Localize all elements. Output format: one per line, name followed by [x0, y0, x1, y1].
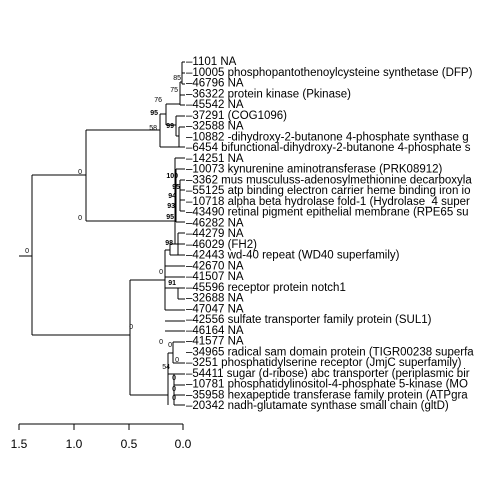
leaf-label: –46029 (FH2): [186, 239, 257, 251]
leaf-label: –20342 nadh-glutamate synthase small cha…: [186, 400, 449, 412]
node-support-value: 0: [172, 386, 176, 393]
leaf-label: –10781 phosphatidylinositol-4-phosphate …: [186, 379, 468, 391]
leaf-label: –41577 NA: [186, 336, 244, 348]
node-support-value: 76: [154, 97, 162, 104]
leaf-label: –37291 (COG1096): [186, 110, 287, 122]
node-support-value: 94: [168, 193, 176, 200]
node-support-value: 0: [25, 248, 29, 255]
leaf-label: –44279 NA: [186, 228, 244, 240]
clade-76-branch: [160, 104, 167, 125]
leaf-label: –10073 kynurenine aminotransferase (PRK0…: [186, 164, 443, 176]
leaf-label: –10005 phosphopantothenoylcysteine synth…: [186, 67, 473, 79]
node-support-value: 0: [168, 342, 172, 349]
root-branch: [19, 175, 33, 335]
leaf-label: –43490 retinal pigment epithelial membra…: [186, 207, 469, 219]
leaf-label: –41507 NA: [186, 271, 244, 283]
leaf-label: –55125 atp binding electron carrier heme…: [186, 185, 471, 197]
node-support-value: 99: [166, 123, 174, 130]
leaf-label: –46282 NA: [186, 217, 244, 229]
node-support-value: 0: [175, 357, 179, 364]
leaf-label: –45542 NA: [186, 99, 244, 111]
leaf-label: –45596 receptor protein notch1: [186, 282, 346, 294]
clade-b1-branch: [130, 243, 185, 332]
clade-75-branch: [166, 82, 181, 105]
tree-branches: [18, 61, 185, 430]
node-support-value: 0: [159, 269, 163, 276]
leaf-label: –42443 wd-40 repeat (WD40 superfamily): [186, 250, 400, 262]
node-support-value: 100: [166, 173, 178, 180]
axis-tick-label: 0.0: [175, 437, 192, 451]
node-support-value: 98: [165, 240, 173, 247]
leaf-label: –32588 NA: [186, 121, 244, 133]
node-support-value: 58: [149, 125, 157, 132]
node-support-value: 85: [173, 75, 181, 82]
node-support-value: 95: [166, 214, 174, 221]
leaf-label: –47047 NA: [186, 303, 244, 315]
leaf-label: –46796 NA: [186, 78, 244, 90]
leaf-labels: –1101 NA–10005 phosphopantothenoylcystei…: [186, 56, 474, 412]
node-support-value: 0: [129, 324, 133, 331]
leaf-label: –42670 NA: [186, 260, 244, 272]
node-support-value: 95: [150, 110, 158, 117]
axis-tick-label: 1.5: [11, 437, 28, 451]
axis-tick-label: 0.5: [121, 437, 138, 451]
node-support-value: 0: [172, 375, 176, 382]
node-support-value: 95: [172, 184, 180, 191]
node-support-value: 0: [78, 215, 82, 222]
leaf-label: –42556 sulfate transporter family protei…: [186, 314, 432, 326]
clade-b2-branch: [130, 341, 185, 406]
node-support-value: 93: [167, 203, 175, 210]
node-support-value: 0: [172, 395, 176, 402]
leaf-label: –3251 phosphatidylserine receptor (JmjC …: [186, 357, 462, 369]
node-support-value: 0: [78, 169, 82, 176]
clade-a1-branch: [86, 114, 161, 147]
leaf-label: –36322 protein kinase (Pkinase): [186, 88, 351, 100]
node-support-value: 91: [168, 280, 176, 287]
clade-85-branch: [180, 73, 183, 84]
axis-tick-label: 1.0: [66, 437, 83, 451]
leaf-label: –1101 NA: [186, 56, 237, 68]
clade-93-branch: [175, 168, 185, 223]
leaf-label: –14251 NA: [186, 153, 244, 165]
leaf-label: –3362 mus musculuss-adenosylmethionine d…: [186, 174, 472, 186]
node-support-value: 54: [162, 364, 170, 371]
node-support-value: 75: [170, 87, 178, 94]
leaf-label: –35958 hexapeptide transferase family pr…: [186, 389, 468, 401]
leaf-label: –32688 NA: [186, 293, 244, 305]
leaf-label: –6454 bifunctional-dihydroxy-2-butanone …: [186, 142, 471, 154]
leaf-label: –54411 sugar (d-ribose) abc transporter …: [186, 368, 470, 380]
scale-axis-line: [18, 423, 184, 430]
leaf-label: –46164 NA: [186, 325, 244, 337]
leaf-label: –10882 -dihydroxy-2-butanone 4-phosphate…: [186, 131, 469, 143]
node-support-value: 0: [159, 339, 163, 346]
clade-a-branch: [32, 130, 87, 221]
scale-axis: 1.5 1.0 0.5 0.0: [11, 437, 192, 451]
leaf-label: –34965 radical sam domain protein (TIGR0…: [186, 346, 474, 358]
leaf-label: –10718 alpha beta hydrolase fold-1 (Hydr…: [186, 196, 470, 208]
clade-b-branch: [32, 280, 131, 395]
leaf-branches-a: [160, 61, 185, 148]
